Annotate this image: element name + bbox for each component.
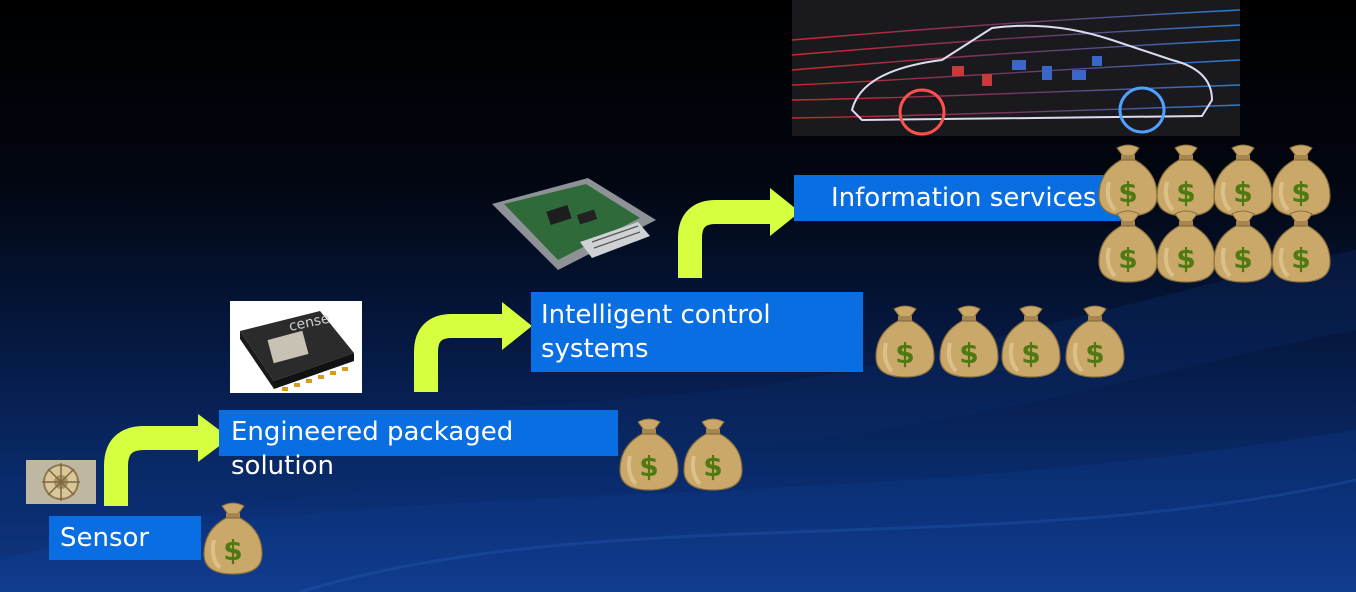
info-image — [792, 0, 1240, 136]
dollar-sign: $ — [1176, 176, 1195, 209]
money-bag-icon: $ — [1001, 305, 1061, 378]
control-label: Intelligent control systems — [531, 292, 863, 372]
control-image — [492, 178, 656, 270]
package-label: Engineered packaged solution — [219, 410, 618, 481]
dollar-sign: $ — [1085, 337, 1104, 370]
money-bag-icon: $ — [1213, 210, 1273, 283]
dollar-sign: $ — [1291, 242, 1310, 275]
money-bag-icon: $ — [619, 418, 679, 491]
dollar-sign: $ — [1233, 242, 1252, 275]
arrow-3 — [678, 188, 800, 278]
dollar-sign: $ — [1118, 242, 1137, 275]
dollar-sign: $ — [1291, 176, 1310, 209]
money-bag-icon: $ — [203, 502, 263, 575]
money-bag-icon: $ — [1271, 144, 1331, 217]
dollar-sign: $ — [895, 337, 914, 370]
arrow-2 — [414, 302, 532, 392]
sensor-image — [26, 460, 96, 504]
money-bag-icon: $ — [939, 305, 999, 378]
arrow-1 — [104, 414, 230, 506]
dollar-sign: $ — [1021, 337, 1040, 370]
money-bag-icon: $ — [875, 305, 935, 378]
money-bag-icon: $ — [1156, 144, 1216, 217]
dollar-sign: $ — [959, 337, 978, 370]
dollar-sign: $ — [223, 534, 242, 567]
dollar-sign: $ — [639, 450, 658, 483]
info-label: Information services — [794, 175, 1124, 221]
control-label-text: Intelligent control systems — [541, 300, 771, 364]
dollar-sign: $ — [1118, 176, 1137, 209]
money-bag-icon: $ — [1098, 144, 1158, 217]
money-bag-icon: $ — [1098, 210, 1158, 283]
money-bag-icon: $ — [1271, 210, 1331, 283]
dollar-sign: $ — [1233, 176, 1252, 209]
dollar-sign: $ — [703, 450, 722, 483]
dollar-sign: $ — [1176, 242, 1195, 275]
package-image: cense — [230, 301, 362, 393]
money-bag-icon: $ — [683, 418, 743, 491]
money-bag-icon: $ — [1065, 305, 1125, 378]
money-bag-icon: $ — [1213, 144, 1273, 217]
money-bag-icon: $ — [1156, 210, 1216, 283]
sensor-label: Sensor — [49, 516, 201, 560]
